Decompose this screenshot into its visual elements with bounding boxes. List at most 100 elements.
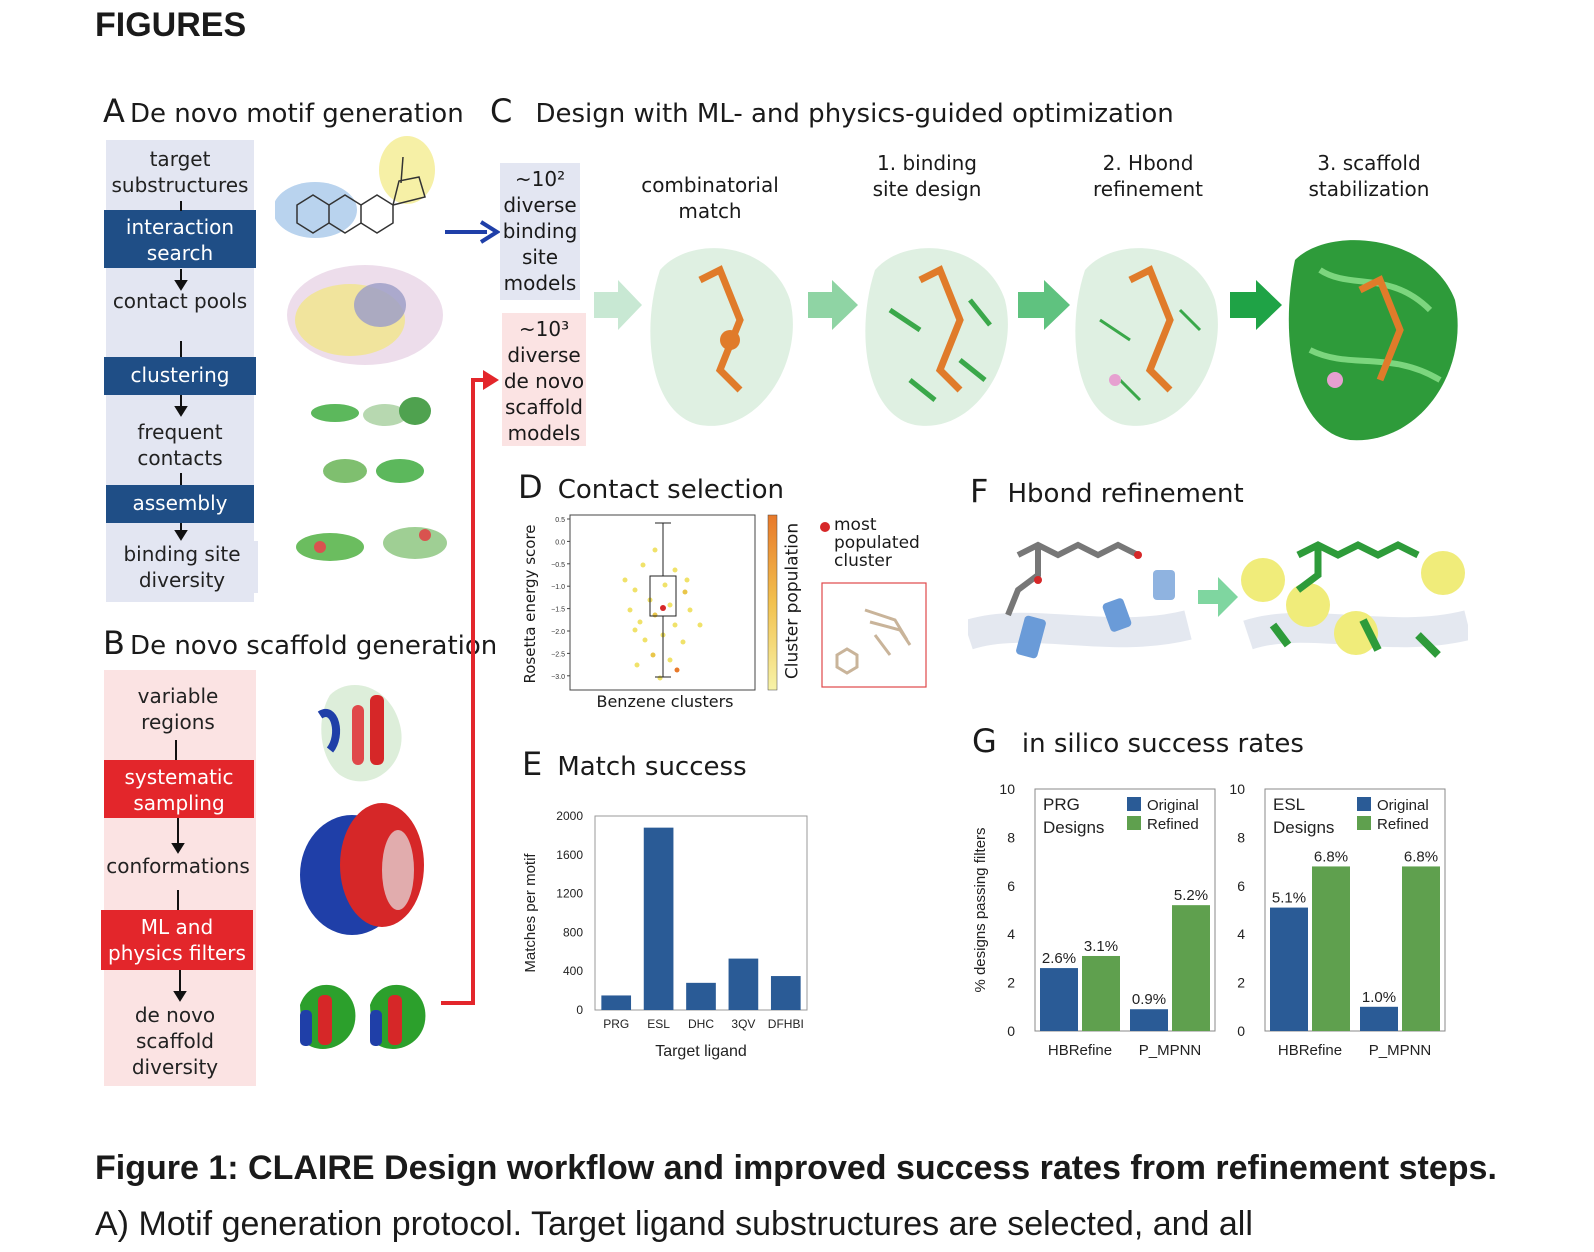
panel-a-title: A De novo motif generation (103, 92, 464, 130)
contact-selection-boxplot (649, 522, 677, 678)
binding-site-count: ~10² (514, 167, 566, 191)
contact-selection-ytick: −0.5 (551, 562, 565, 569)
flow-step-conformations: conformations (104, 853, 252, 879)
panel-e-title-text: Match success (557, 752, 747, 782)
panel-a-title-text: De novo motif generation (129, 99, 464, 129)
panel-f-title: F Hbond refinement (970, 472, 1244, 510)
success-plot-frame (1034, 788, 1216, 1032)
success-chart-title: Designs (1043, 818, 1104, 837)
contact-selection-ytick: −1.5 (551, 607, 565, 614)
success-bar (1360, 1006, 1398, 1031)
benzene-inset-icon (835, 608, 912, 675)
flow-step-systematic-sampling: systematic sampling (104, 760, 254, 818)
flow-step-scaffold-diversity: de novo scaffold diversity (110, 1002, 240, 1080)
benzene-cluster-points (622, 547, 703, 681)
stage-combinatorial-match: combinatorial match (641, 173, 779, 223)
success-bar-label: 6.8% (1404, 848, 1438, 865)
binding-site-models-box: ~10² diverse binding site models (500, 163, 580, 300)
scaffold-stabilization-protein (1288, 240, 1458, 441)
success-bar (1312, 866, 1350, 1031)
panel-b-letter: B (103, 624, 125, 662)
match-success-xtick: DFHBI (768, 1017, 804, 1031)
figure-caption: Figure 1: CLAIRE Design workflow and imp… (95, 1140, 1515, 1252)
match-success-ytick: 800 (563, 925, 583, 939)
hbond-after-icon (1241, 541, 1468, 658)
blue-arrow-icon (445, 220, 501, 244)
figure-caption-bold: Figure 1: CLAIRE Design workflow and imp… (95, 1149, 1497, 1187)
panel-d-ylabel: Rosetta energy score (521, 524, 539, 684)
scaffold-models-box: ~10³ diverse de novo scaffold models (502, 313, 586, 446)
panel-d-title: D Contact selection (518, 468, 784, 506)
success-bar (1172, 905, 1210, 1031)
success-legend-swatch (1127, 816, 1141, 830)
success-bar (1130, 1009, 1168, 1031)
success-legend-label: Refined (1377, 816, 1429, 833)
contact-selection-ytick: −1.0 (551, 584, 565, 591)
binding-site-line-5: models (503, 271, 577, 295)
success-bar-label: 6.8% (1314, 848, 1348, 865)
scaffold-line-5: models (507, 421, 581, 445)
success-bar (1270, 907, 1308, 1031)
match-success-ytick: 0 (576, 1003, 583, 1017)
success-plot-frame (1264, 788, 1446, 1032)
success-bar (1040, 968, 1078, 1031)
scaffold-diversity-icon (300, 984, 426, 1049)
panel-g-title-text: in silico success rates (1021, 729, 1304, 759)
step-arrows (594, 280, 1282, 330)
panel-d-letter: D (518, 468, 543, 506)
scaffold-line-3: de novo (503, 369, 585, 393)
success-ytick: 6 (1007, 878, 1015, 894)
hbond-arrow-icon (1198, 577, 1238, 617)
match-success-bar (643, 827, 674, 1010)
success-bar-label: 5.2% (1174, 887, 1208, 904)
panel-b-connectors (171, 740, 187, 1002)
contact-selection-ytick: −2.5 (551, 651, 565, 658)
success-bar-label: 0.9% (1132, 991, 1166, 1008)
success-ytick: 0 (1237, 1023, 1245, 1039)
success-chart-title: Designs (1273, 818, 1334, 837)
match-success-ytick: 400 (563, 964, 583, 978)
panel-d-xlabel: Benzene clusters (596, 692, 734, 711)
success-legend-label: Original (1377, 797, 1429, 814)
hbond-refinement-illustration (968, 541, 1468, 659)
flow-step-clustering: clustering (104, 357, 256, 395)
success-ytick: 4 (1007, 926, 1015, 942)
flow-step-contact-pools: contact pools (106, 288, 254, 314)
panel-e-letter: E (522, 745, 543, 783)
success-ylabel: % designs passing filters (972, 827, 989, 992)
esl-success-chart: 0246810ESLDesignsOriginalRefined5.1%6.8%… (1229, 781, 1446, 1059)
match-success-xtick: ESL (647, 1017, 670, 1031)
panel-g-letter: G (972, 722, 997, 760)
panel-d-title-text: Contact selection (557, 475, 785, 505)
match-success-ytick: 2000 (556, 809, 583, 823)
success-ytick: 2 (1237, 975, 1245, 991)
panel-f-title-text: Hbond refinement (1007, 479, 1244, 509)
match-success-xtick: PRG (603, 1017, 629, 1031)
binding-site-line-4: site (521, 245, 559, 269)
panel-b-scaffold-illustrations (300, 685, 426, 1049)
hydroxyl-highlight-blue (275, 182, 357, 238)
panel-a-letter: A (103, 92, 125, 130)
flow-step-frequent-contacts: frequent contacts (106, 419, 254, 471)
success-xtick: P_MPNN (1139, 1042, 1202, 1059)
scaffold-line-4: scaffold (505, 395, 583, 419)
flow-step-target-substructures: target substructures (106, 146, 254, 198)
success-ytick: 4 (1237, 926, 1245, 942)
panel-b-title: B De novo scaffold generation (103, 624, 497, 662)
page-heading: FIGURES (95, 6, 247, 44)
panel-g-title: G in silico success rates (972, 722, 1304, 760)
success-ytick: 8 (1237, 829, 1245, 845)
contact-selection-y-ticks: 0.50.0−0.5−1.0−1.5−2.0−2.5−3.0 (551, 517, 570, 681)
panel-c-title: C Design with ML- and physics-guided opt… (490, 92, 1174, 130)
success-xtick: HBRefine (1278, 1042, 1342, 1059)
success-ytick: 0 (1007, 1023, 1015, 1039)
success-bar-label: 1.0% (1362, 989, 1396, 1006)
most-populated-cluster-inset (821, 582, 927, 688)
hbond-refinement-protein (1075, 248, 1218, 426)
match-success-xtick: DHC (688, 1017, 714, 1031)
stage-binding-site-design: 1. binding site design (872, 151, 982, 201)
flow-step-ml-physics-filters: ML and physics filters (101, 910, 253, 970)
success-bar (1082, 955, 1120, 1031)
figure-caption-body: A) Motif generation protocol. Target lig… (95, 1205, 1253, 1243)
